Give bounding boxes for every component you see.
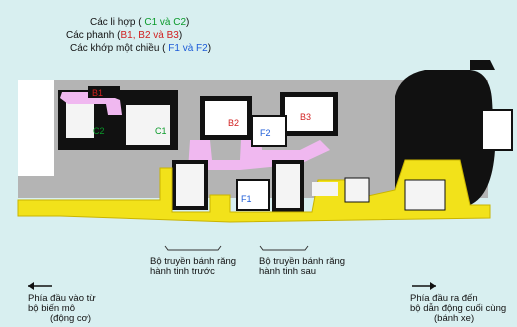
legend-clutch-items: C1 và C2 — [144, 17, 187, 28]
label-f2: F2 — [260, 128, 271, 138]
label-b2: B2 — [228, 118, 239, 128]
legend-oneway-items: F1 và F2 — [168, 43, 208, 54]
f2-window — [251, 115, 287, 147]
input-arrow-icon — [28, 282, 34, 290]
legend-clutches: Các li hợp ( C1 và C2) — [90, 17, 190, 28]
rear-gear-bracket — [259, 245, 309, 251]
legend-brake-items: B1, B2 và B3 — [120, 30, 179, 41]
front-gear-bracket — [164, 245, 222, 251]
label-b1: B1 — [92, 88, 103, 98]
legend-brakes: Các phanh (B1, B2 và B3) — [66, 30, 183, 41]
front-gear-caption: Bộ truyền bánh răng hành tinh trước — [150, 256, 237, 277]
label-c2: C2 — [93, 126, 105, 136]
input-caption: Phía đầu vào từ bộ biến mô (động cơ) — [28, 293, 96, 324]
label-f1: F1 — [241, 194, 252, 204]
rear-gear-caption: Bộ truyền bánh răng hành tinh sau — [259, 256, 346, 277]
b1-band — [88, 86, 120, 98]
output-caption: Phía đầu ra đến bộ dẫn động cuối cùng (b… — [410, 293, 507, 324]
c2-disc-window — [66, 98, 94, 138]
label-b3: B3 — [300, 112, 311, 122]
label-c1: C1 — [155, 126, 167, 136]
legend-one-way-clutches: Các khớp một chiều ( F1 và F2) — [70, 43, 212, 54]
c1-disc-window — [126, 105, 170, 145]
output-arrow-icon — [430, 282, 436, 290]
input-window — [18, 80, 54, 176]
f1-window — [236, 179, 270, 211]
output-bearing-window — [481, 109, 513, 151]
